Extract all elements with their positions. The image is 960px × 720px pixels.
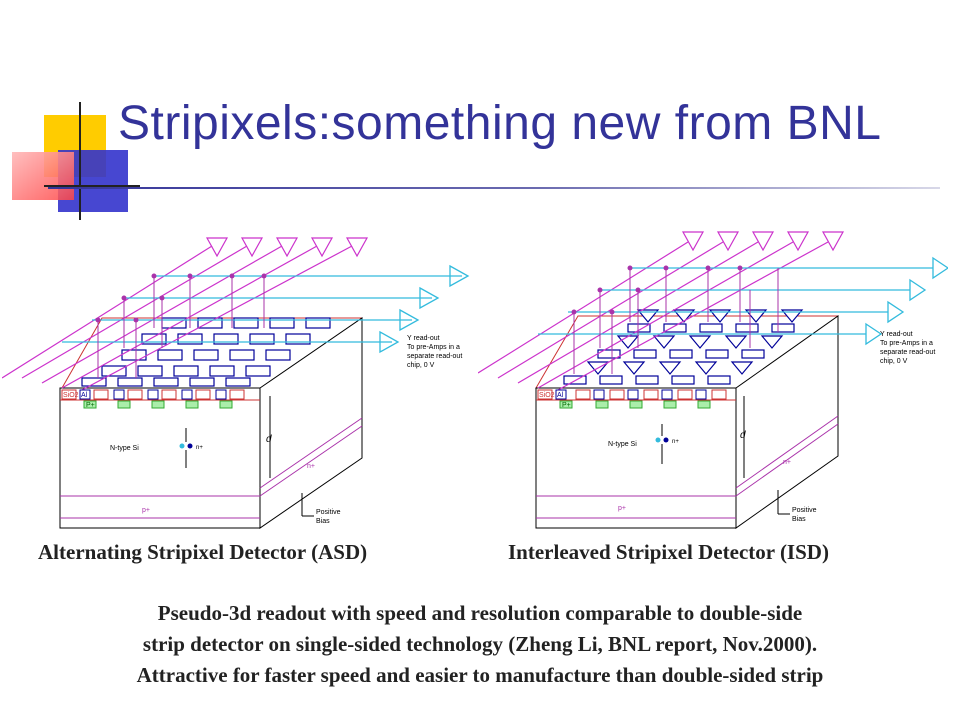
- isd-implant-label: P+: [562, 402, 571, 409]
- asd-thickness-label: d: [266, 434, 272, 445]
- isd-readout-line-2: To pre-Amps in a: [880, 340, 933, 347]
- isd-pplus-label: p+: [618, 505, 626, 512]
- asd-charge-label: n+: [196, 445, 203, 451]
- asd-oxide-label: SiO2: [63, 392, 79, 399]
- isd-caption: Interleaved Stripixel Detector (ISD): [508, 540, 829, 564]
- asd-bulk-label: N-type Si: [110, 445, 139, 452]
- isd-bias-label-1: Positive: [792, 507, 817, 514]
- asd-bulk-annotations: N-type Si n+ d n+ p+ Positive Bias: [110, 396, 341, 525]
- asd-strip-contacts: [95, 273, 267, 378]
- isd-bulk-annotations: N-type Si n+ d n+ p+ Positive Bias: [608, 396, 817, 523]
- isd-readout-note: Y read-out To pre-Amps in a separate rea…: [880, 331, 935, 365]
- asd-readout-line-1: Y read-out: [407, 335, 440, 342]
- isd-surface-layers: SiO2 Al P+: [537, 389, 727, 409]
- asd-caption: Alternating Stripixel Detector (ASD): [38, 540, 368, 564]
- isd-nplus-label: n+: [783, 459, 791, 466]
- isd-pixel-array: [563, 309, 804, 385]
- isd-readout-line-1: Y read-out: [880, 331, 913, 338]
- asd-bias-label-1: Positive: [316, 509, 341, 516]
- asd-readout-note: Y read-out To pre-Amps in a separate rea…: [407, 335, 462, 369]
- summary-text: Pseudo-3d readout with speed and resolut…: [20, 598, 940, 691]
- asd-nplus-label: n+: [307, 463, 315, 470]
- isd-strip-contacts: [571, 265, 779, 374]
- isd-y-strips: [538, 256, 948, 346]
- asd-y-strips: [62, 264, 470, 354]
- asd-readout-line-4: chip, 0 V: [407, 362, 435, 369]
- asd-metal-label: Al: [81, 392, 88, 399]
- asd-surface-layers: SiO2 Al P+: [61, 389, 245, 409]
- isd-bulk-label: N-type Si: [608, 441, 637, 448]
- isd-metal-label: Al: [557, 392, 564, 399]
- asd-pixel-array: [81, 317, 331, 387]
- asd-pplus-label: p+: [142, 507, 150, 514]
- title-decoration: [12, 102, 140, 220]
- isd-detector-block: [535, 315, 839, 529]
- isd-bias-label-2: Bias: [792, 516, 806, 523]
- isd-readout-line-3: separate read-out: [880, 349, 935, 356]
- asd-implant-label: P+: [86, 402, 95, 409]
- isd-diagram: SiO2 Al P+ N-type Si n+ d n+ p+ Positive…: [478, 231, 948, 529]
- asd-readout-line-3: separate read-out: [407, 353, 462, 360]
- summary-line-3: Attractive for faster speed and easier t…: [136, 663, 824, 687]
- slide-title: Stripixels:something new from BNL: [118, 97, 882, 150]
- isd-oxide-label: SiO2: [539, 392, 555, 399]
- summary-line-2: strip detector on single-sided technolog…: [142, 632, 818, 656]
- isd-readout-line-4: chip, 0 V: [880, 358, 908, 365]
- title-underline: [48, 187, 940, 189]
- asd-readout-line-2: To pre-Amps in a: [407, 344, 460, 351]
- summary-line-1: Pseudo-3d readout with speed and resolut…: [157, 601, 803, 625]
- isd-charge-label: n+: [672, 439, 679, 445]
- asd-bias-label-2: Bias: [316, 518, 330, 525]
- isd-thickness-label: d: [740, 430, 746, 441]
- asd-diagram: SiO2 Al P+ N-type Si n+ d n+ p+ Positive…: [2, 237, 470, 529]
